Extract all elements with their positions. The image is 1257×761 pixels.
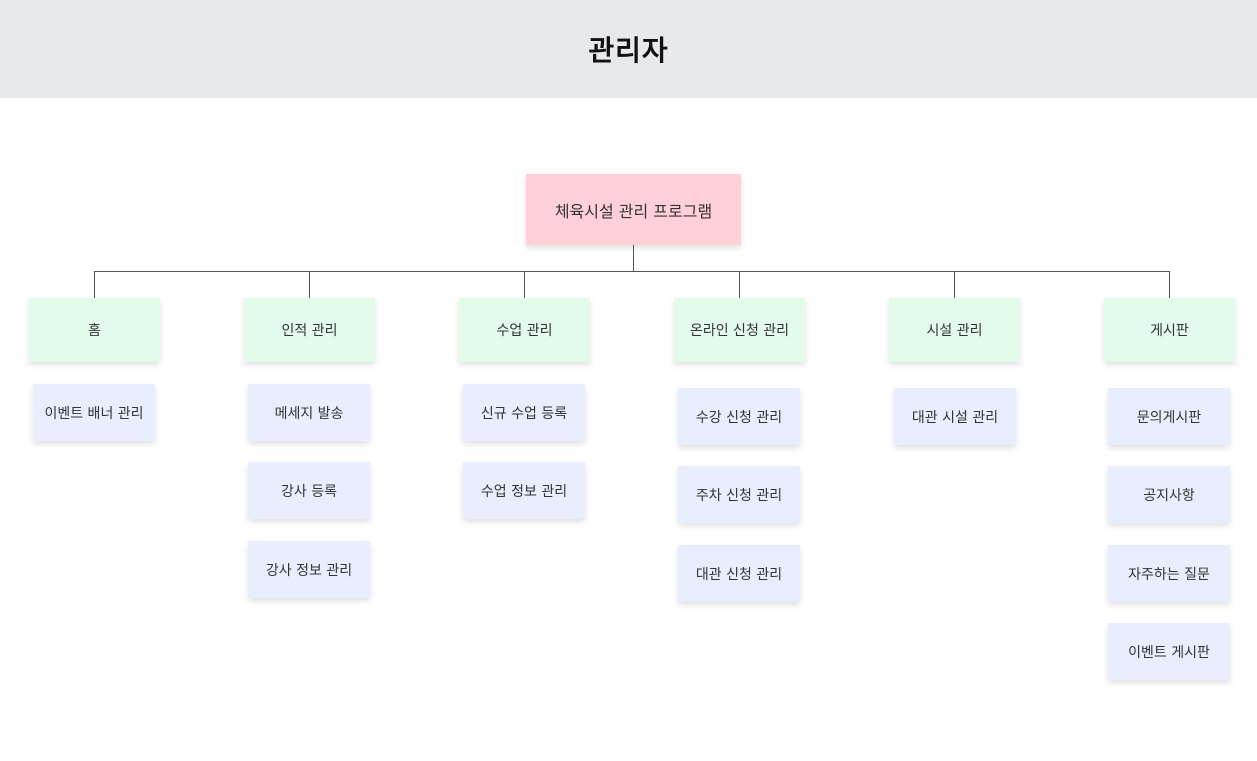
category-online: 온라인 신청 관리 bbox=[674, 298, 805, 362]
category-board: 게시판 bbox=[1104, 298, 1235, 362]
page-title: 관리자 bbox=[588, 34, 669, 67]
item-instructor-info: 강사 정보 관리 bbox=[248, 541, 370, 598]
item-send-message: 메세지 발송 bbox=[248, 384, 370, 441]
item-notice: 공지사항 bbox=[1108, 466, 1230, 523]
item-new-class: 신규 수업 등록 bbox=[463, 384, 585, 441]
category-class: 수업 관리 bbox=[459, 298, 590, 362]
item-event-board: 이벤트 게시판 bbox=[1108, 623, 1230, 680]
item-instructor-register: 강사 등록 bbox=[248, 462, 370, 519]
category-home: 홈 bbox=[29, 298, 160, 362]
item-inquiry-board: 문의게시판 bbox=[1108, 388, 1230, 445]
item-class-info: 수업 정보 관리 bbox=[463, 462, 585, 519]
item-rental-application: 대관 신청 관리 bbox=[678, 545, 800, 602]
item-rental-facility: 대관 시설 관리 bbox=[894, 388, 1016, 445]
item-faq: 자주하는 질문 bbox=[1108, 545, 1230, 602]
root-node: 체육시설 관리 프로그램 bbox=[526, 174, 741, 245]
category-facility: 시설 관리 bbox=[889, 298, 1020, 362]
category-hr: 인적 관리 bbox=[244, 298, 375, 362]
item-event-banner: 이벤트 배너 관리 bbox=[33, 384, 155, 441]
header-bar: 관리자 bbox=[0, 0, 1257, 98]
item-course-application: 수강 신청 관리 bbox=[678, 388, 800, 445]
item-parking-application: 주차 신청 관리 bbox=[678, 466, 800, 523]
